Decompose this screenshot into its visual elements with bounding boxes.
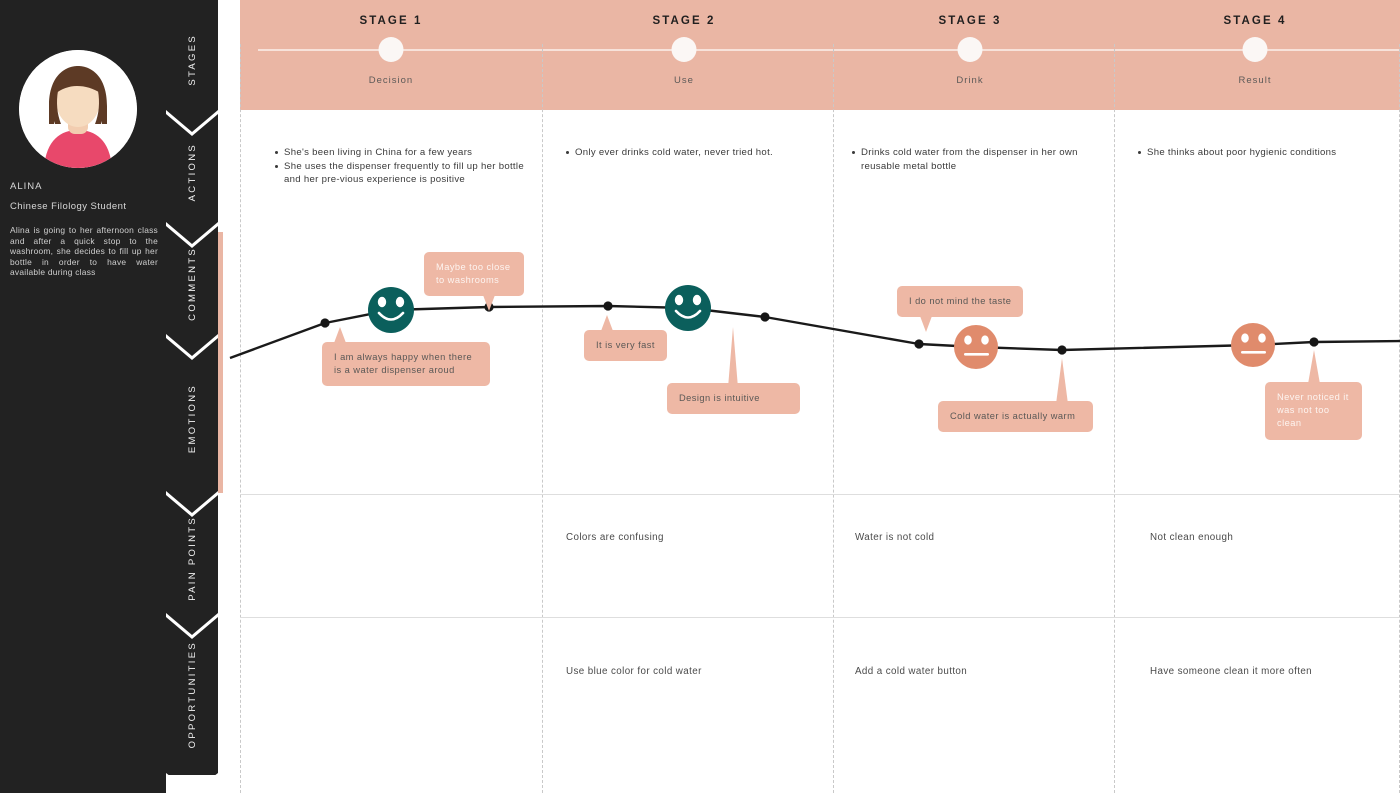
comment-text: Cold water is actually warm bbox=[950, 411, 1076, 421]
rail-label-opportunities: OPPORTUNITIES bbox=[186, 641, 198, 749]
curve-node bbox=[1057, 345, 1067, 355]
bubble-tail-icon bbox=[920, 316, 932, 333]
column-divider-1 bbox=[542, 44, 543, 793]
action-item: Only ever drinks cold water, never tried… bbox=[566, 146, 796, 160]
stage-title-1: STAGE 1 bbox=[359, 15, 423, 27]
comment-bubble-5[interactable]: I do not mind the taste bbox=[897, 286, 1024, 333]
comment-bubble-3[interactable]: It is very fast bbox=[584, 315, 667, 362]
persona-name: ALINA bbox=[10, 181, 43, 192]
rail-segment-stages: STAGES bbox=[166, 0, 218, 120]
bubble-tail-cold-water bbox=[1056, 358, 1068, 404]
stage-subtitle-1: Decision bbox=[368, 75, 414, 86]
rail-label-emotions: EMOTIONS bbox=[186, 383, 198, 454]
rail-label-actions: ACTIONS bbox=[186, 142, 198, 202]
bubble-tail-design-intuitive bbox=[727, 327, 739, 400]
happy-face-icon bbox=[368, 287, 414, 333]
row-divider-opportunities bbox=[240, 617, 1400, 618]
actions-cell-stage-2: Only ever drinks cold water, never tried… bbox=[566, 146, 796, 160]
bubble-tail-icon bbox=[483, 295, 495, 312]
column-divider-3 bbox=[1114, 44, 1115, 793]
rail-label-comments: COMMENTS bbox=[186, 247, 198, 321]
stage-title-3: STAGE 3 bbox=[938, 15, 1002, 27]
journey-board: STAGE 1 Decision STAGE 2 Use STAGE 3 Dri… bbox=[218, 0, 1400, 793]
comment-bubble-6[interactable]: Cold water is actually warm bbox=[938, 401, 1093, 433]
stage-title-2: STAGE 2 bbox=[652, 15, 716, 27]
curve-node bbox=[320, 318, 330, 328]
bubble-tail-icon bbox=[334, 327, 346, 343]
rail-segment-opportunities: OPPORTUNITIES bbox=[166, 615, 218, 775]
opportunity-stage-2: Use blue color for cold water bbox=[566, 666, 702, 677]
curve-node bbox=[1309, 337, 1319, 347]
bubble-tail-never-noticed bbox=[1308, 350, 1320, 384]
actions-cell-stage-1: She's been living in China for a few yea… bbox=[275, 146, 540, 187]
comments-accent-bar bbox=[218, 232, 223, 493]
row-divider-pain bbox=[240, 494, 1400, 495]
comment-text: I do not mind the taste bbox=[909, 296, 1012, 306]
curve-node bbox=[760, 312, 770, 322]
curve-node bbox=[603, 301, 613, 311]
stage-dot-1[interactable] bbox=[378, 37, 404, 62]
action-item: Drinks cold water from the dispenser in … bbox=[852, 146, 1112, 173]
column-divider-2 bbox=[833, 44, 834, 793]
comment-text: It is very fast bbox=[596, 340, 655, 350]
actions-cell-stage-4: She thinks about poor hygienic condition… bbox=[1138, 146, 1353, 160]
stages-band bbox=[240, 0, 1400, 110]
rail-segment-emotions: EMOTIONS bbox=[166, 336, 218, 501]
stage-subtitle-3: Drink bbox=[956, 75, 984, 86]
rail-segment-comments: COMMENTS bbox=[166, 224, 218, 344]
curve-node bbox=[914, 339, 924, 349]
rail-segment-pain-points: PAIN POINTS bbox=[166, 493, 218, 623]
action-item: She's been living in China for a few yea… bbox=[275, 146, 540, 160]
stage-dot-4[interactable] bbox=[1242, 37, 1268, 62]
rail-label-stages: STAGES bbox=[186, 34, 198, 86]
stage-title-4: STAGE 4 bbox=[1223, 15, 1287, 27]
column-divider-0 bbox=[240, 44, 241, 793]
comment-text: I am always happy when there is a water … bbox=[334, 352, 473, 376]
opportunity-stage-3: Add a cold water button bbox=[855, 666, 968, 677]
comment-bubble-4[interactable]: Design is intuitive bbox=[667, 383, 800, 415]
comment-text: Design is intuitive bbox=[679, 393, 760, 403]
comment-bubble-2[interactable]: Maybe too close to washrooms bbox=[424, 252, 524, 312]
persona-panel: ALINA Chinese Filology Student Alina is … bbox=[0, 0, 166, 793]
user-avatar-illustration bbox=[19, 50, 137, 168]
stage-dot-2[interactable] bbox=[671, 37, 697, 62]
opportunity-stage-4: Have someone clean it more often bbox=[1150, 666, 1313, 677]
avatar bbox=[19, 50, 137, 168]
comment-bubble-7[interactable]: Never noticed it was not too clean bbox=[1265, 382, 1362, 440]
stage-dot-3[interactable] bbox=[957, 37, 983, 62]
action-item: She uses the dispenser frequently to fil… bbox=[275, 160, 540, 187]
happy-face-icon bbox=[665, 285, 711, 331]
pain-point-stage-3: Water is not cold bbox=[855, 532, 935, 543]
bubble-tail-icon bbox=[601, 315, 613, 331]
pain-point-stage-2: Colors are confusing bbox=[566, 532, 664, 543]
stage-subtitle-2: Use bbox=[674, 75, 694, 86]
action-item: She thinks about poor hygienic condition… bbox=[1138, 146, 1353, 160]
persona-role: Chinese Filology Student bbox=[10, 201, 127, 212]
row-label-rail: STAGES ACTIONS COMMENTS EMOTIONS PAIN PO… bbox=[166, 0, 218, 793]
actions-cell-stage-3: Drinks cold water from the dispenser in … bbox=[852, 146, 1112, 173]
rail-segment-actions: ACTIONS bbox=[166, 112, 218, 232]
persona-bio: Alina is going to her afternoon class an… bbox=[10, 225, 158, 278]
neutral-face-icon bbox=[954, 325, 998, 369]
rail-label-pain-points: PAIN POINTS bbox=[186, 515, 198, 601]
comment-text: Never noticed it was not too clean bbox=[1277, 392, 1349, 429]
stage-subtitle-4: Result bbox=[1238, 75, 1272, 86]
comment-bubble-1[interactable]: I am always happy when there is a water … bbox=[322, 327, 490, 387]
stage-timeline-rule bbox=[258, 49, 1400, 51]
pain-point-stage-4: Not clean enough bbox=[1150, 532, 1234, 543]
neutral-face-icon bbox=[1231, 323, 1275, 367]
comment-text: Maybe too close to washrooms bbox=[436, 262, 511, 286]
